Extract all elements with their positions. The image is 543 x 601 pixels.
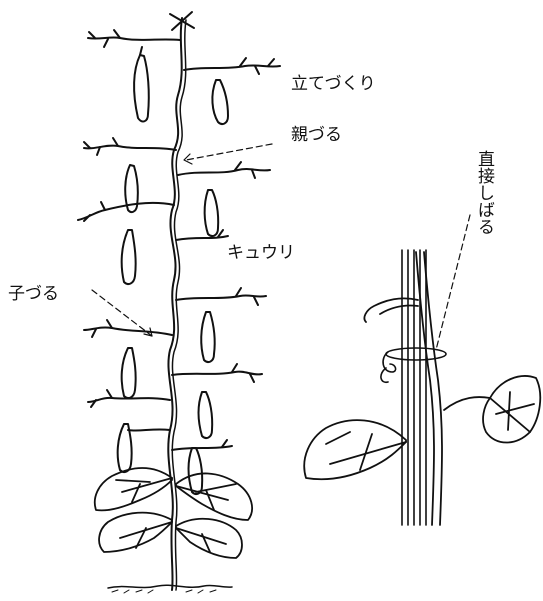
side-shoot-2 — [184, 58, 280, 74]
side-shoot-3 — [84, 138, 176, 155]
cucumber-9 — [118, 424, 132, 472]
leaf-bottom-right — [176, 519, 242, 558]
label-kyuri: キュウリ — [227, 245, 295, 262]
cucumber-10 — [189, 448, 203, 494]
side-shoot-12 — [128, 429, 170, 430]
label-oya-zuru: 親づる — [291, 127, 342, 144]
side-shoot-11 — [172, 440, 232, 450]
cucumber-4 — [205, 190, 219, 236]
stake — [402, 250, 426, 525]
label-ko-zuru: 子づる — [8, 286, 59, 303]
cucumber-2 — [212, 80, 228, 124]
leader-line-tie — [436, 215, 470, 350]
cucumber-5 — [122, 230, 136, 284]
ground-line — [108, 585, 232, 588]
side-shoot-6 — [176, 230, 228, 240]
main-vine-second-stroke — [172, 20, 186, 590]
leaf-lower-left — [95, 468, 172, 510]
cucumber-6 — [201, 312, 214, 362]
side-shoot-9 — [172, 364, 262, 382]
label-tate-zukuri: 立てづくり — [291, 76, 376, 93]
leaf-bottom-left — [99, 513, 172, 552]
leaf-detail-left — [304, 420, 406, 479]
main-vine — [168, 18, 182, 590]
side-shoot-8 — [84, 320, 172, 337]
side-shoot-detail — [364, 298, 418, 322]
leaf-detail-right — [444, 376, 540, 442]
cucumber-8 — [199, 392, 213, 438]
leaf-lower-right — [176, 473, 252, 520]
label-chokusetsu-shibaru: 直接しばる — [474, 150, 493, 235]
ground-texture — [112, 590, 216, 593]
leader-line-oya-zuru — [186, 144, 272, 160]
cucumber-1 — [134, 47, 149, 121]
side-shoot-1 — [88, 30, 180, 47]
cucumber-7 — [122, 348, 136, 398]
side-shoot-7 — [176, 288, 266, 305]
